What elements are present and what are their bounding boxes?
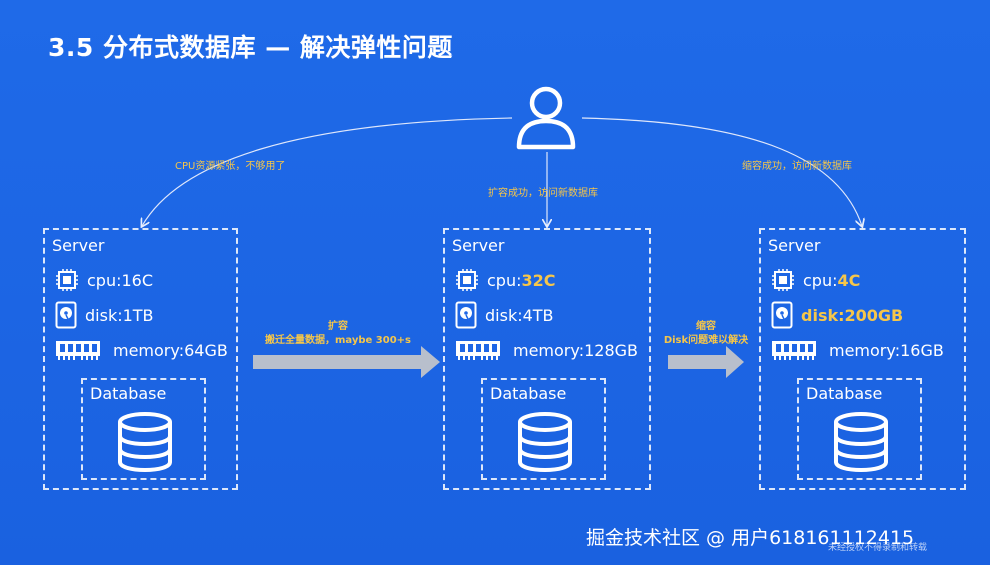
cpu-icon	[772, 269, 794, 291]
disk-prefix: disk:	[85, 305, 123, 325]
server-card-3: Server cpu: 4C disk: 200GB	[759, 228, 966, 490]
shrink-arrow-label: 缩容 Disk问题难以解决	[654, 320, 758, 348]
memory-icon	[772, 341, 816, 360]
server-card-2: Server cpu: 32C disk: 4TB	[443, 228, 651, 490]
database-box: Database	[481, 378, 606, 480]
note-center: 扩容成功，访问新数据库	[488, 188, 598, 199]
shrink-title: 缩容	[696, 321, 716, 332]
disk-icon	[455, 301, 477, 329]
curve-to-right-server	[581, 117, 862, 226]
memory-prefix: memory:	[113, 340, 185, 360]
disk-row: disk: 4TB	[455, 301, 554, 329]
expand-detail: 搬迁全量数据，maybe 300+s	[264, 335, 411, 346]
server-label: Server	[52, 236, 105, 255]
curve-to-left-server	[142, 117, 513, 226]
cpu-icon	[456, 269, 478, 291]
expand-arrow	[253, 346, 440, 378]
disk-value: 4TB	[522, 305, 554, 325]
watermark: 掘金技术社区 @ 用户618161112415	[586, 527, 915, 549]
cpu-row: cpu: 16C	[55, 268, 153, 292]
expand-title: 扩容	[328, 321, 348, 332]
disk-prefix: disk:	[801, 305, 845, 325]
disk-value-highlight: 200GB	[844, 305, 904, 325]
database-box: Database	[797, 378, 922, 480]
memory-row: memory: 64GB	[55, 338, 228, 362]
cpu-prefix: cpu:	[87, 270, 122, 290]
server-label: Server	[768, 236, 821, 255]
page-title: 3.5 分布式数据库 — 解决弹性问题	[48, 33, 453, 62]
database-icon	[834, 412, 888, 472]
database-icon	[118, 412, 172, 472]
disk-icon	[55, 301, 77, 329]
disk-row: disk: 1TB	[55, 301, 154, 329]
watermark-subtext: 未经授权不得录制和转载	[828, 543, 928, 553]
expand-arrow-label: 扩容 搬迁全量数据，maybe 300+s	[258, 320, 418, 348]
disk-prefix: disk:	[485, 305, 523, 325]
disk-value: 1TB	[122, 305, 154, 325]
memory-icon	[56, 341, 100, 360]
cpu-prefix: cpu:	[803, 270, 838, 290]
database-icon	[518, 412, 572, 472]
cpu-value-highlight: 4C	[837, 270, 861, 290]
disk-row-highlight: disk: 200GB	[771, 301, 903, 329]
memory-prefix: memory:	[513, 340, 585, 360]
note-left: CPU资源紧张，不够用了	[175, 161, 286, 172]
shrink-arrow	[668, 346, 744, 378]
cpu-icon	[56, 269, 78, 291]
database-label: Database	[490, 384, 567, 403]
shrink-detail: Disk问题难以解决	[663, 335, 749, 346]
cpu-value: 16C	[121, 270, 154, 290]
disk-icon	[771, 301, 793, 329]
cpu-row: cpu: 32C	[455, 268, 556, 292]
memory-value: 64GB	[184, 340, 228, 360]
memory-value: 128GB	[584, 340, 638, 360]
memory-icon	[456, 341, 500, 360]
memory-row: memory: 128GB	[455, 338, 638, 362]
cpu-prefix: cpu:	[487, 270, 522, 290]
memory-row: memory: 16GB	[771, 338, 944, 362]
cpu-value-highlight: 32C	[521, 270, 556, 290]
database-box: Database	[81, 378, 206, 480]
database-label: Database	[806, 384, 883, 403]
note-right: 缩容成功，访问新数据库	[742, 161, 852, 172]
user-icon	[516, 86, 576, 150]
database-label: Database	[90, 384, 167, 403]
cpu-row: cpu: 4C	[771, 268, 860, 292]
server-label: Server	[452, 236, 505, 255]
server-card-1: Server cpu: 16C disk: 1TB	[43, 228, 238, 490]
memory-value: 16GB	[900, 340, 944, 360]
memory-prefix: memory:	[829, 340, 901, 360]
